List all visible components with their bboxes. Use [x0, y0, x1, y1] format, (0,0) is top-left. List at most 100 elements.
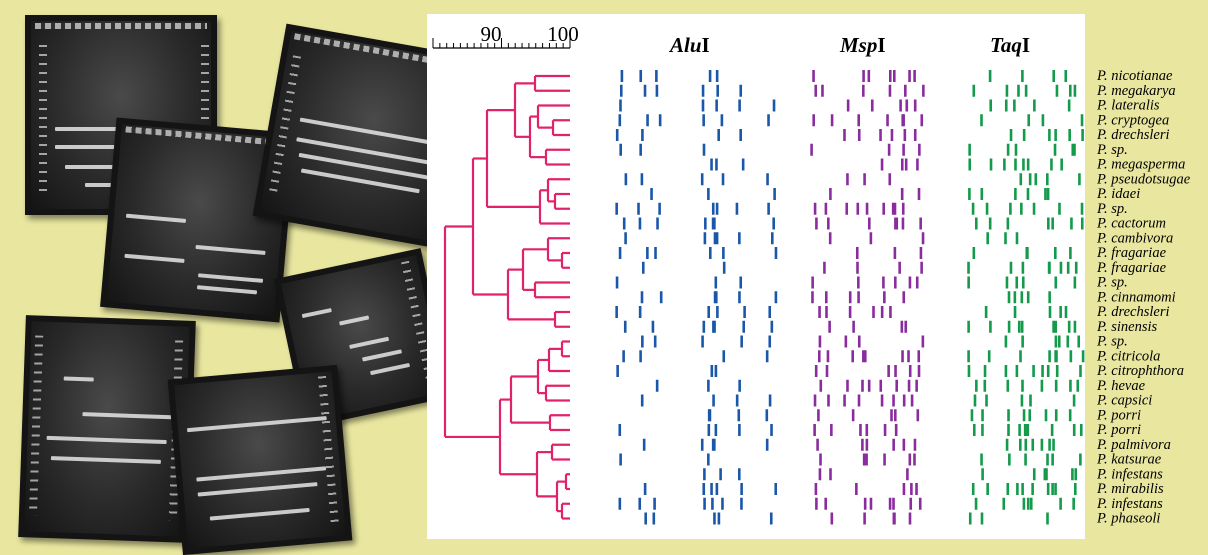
- gel-band: [916, 409, 920, 422]
- gel-band: [1015, 232, 1019, 245]
- gel-band: [739, 84, 743, 97]
- gel-band: [883, 291, 886, 304]
- gel-band: [717, 129, 720, 141]
- gel-band: [1051, 453, 1054, 466]
- gel-band: [711, 497, 714, 510]
- gel-band: [867, 379, 871, 392]
- gel-band: [813, 202, 817, 215]
- gel-band: [1032, 365, 1035, 377]
- gel-band: [715, 291, 718, 304]
- gel-band: [1059, 497, 1062, 510]
- gel-band: [639, 143, 642, 156]
- gel-band: [715, 158, 718, 171]
- gel-band: [1068, 84, 1072, 97]
- gel-band: [985, 202, 989, 215]
- gel-band: [1026, 497, 1030, 510]
- gel-band: [913, 438, 917, 451]
- gel-band: [765, 438, 769, 451]
- gel-band: [1004, 365, 1008, 377]
- gel-band: [651, 320, 655, 333]
- gel-band: [985, 394, 988, 407]
- gel-band: [1022, 129, 1026, 141]
- gel-band: [1019, 173, 1023, 186]
- gel-band: [893, 202, 897, 215]
- gel-band: [1081, 129, 1084, 141]
- gel-band: [826, 350, 830, 363]
- gel-band: [653, 335, 657, 348]
- gel-band: [641, 335, 644, 348]
- species-label: P. lateralis: [1096, 98, 1160, 114]
- gel-band: [1046, 512, 1049, 525]
- gel-band: [983, 365, 987, 377]
- gel-band: [899, 99, 902, 112]
- species-label: P. drechsleri: [1096, 127, 1170, 143]
- gel-band: [1021, 276, 1025, 289]
- gel-band: [715, 99, 718, 112]
- gel-band: [1048, 350, 1051, 363]
- gel-band: [1073, 276, 1077, 289]
- gel-band: [1060, 158, 1063, 171]
- gel-band: [1048, 291, 1051, 304]
- scale-label-100: 100: [547, 22, 579, 46]
- gel-band: [1022, 497, 1026, 510]
- gel-band: [638, 306, 642, 318]
- gel-band: [619, 453, 622, 466]
- gel-band: [707, 409, 711, 422]
- gel-band: [921, 335, 925, 348]
- gel-band: [654, 247, 657, 259]
- gel-band: [1017, 320, 1021, 333]
- gel-band: [1066, 335, 1070, 348]
- species-label: P. idaei: [1096, 186, 1140, 202]
- gel-band: [638, 497, 642, 510]
- gel-band: [703, 468, 706, 481]
- gel-band: [740, 497, 743, 510]
- gel-band: [722, 350, 726, 363]
- gel-band: [816, 438, 819, 451]
- gel-band: [1006, 483, 1010, 495]
- gel-band: [907, 350, 910, 363]
- gel-band: [856, 202, 860, 215]
- gel-band: [646, 247, 649, 259]
- gel-band: [980, 453, 983, 466]
- gel-band: [865, 424, 869, 436]
- gel-band: [814, 84, 818, 97]
- species-label: P. sp.: [1096, 142, 1128, 158]
- gel-band: [818, 306, 821, 318]
- gel-band: [913, 99, 917, 112]
- gel-band: [810, 143, 813, 156]
- species-label: P. citrophthora: [1096, 363, 1184, 379]
- gel-band: [655, 84, 659, 97]
- gel-band: [974, 497, 978, 510]
- gel-band: [827, 394, 830, 407]
- gel-band: [1021, 379, 1024, 392]
- band-pattern-alui: [615, 70, 778, 525]
- gel-band: [904, 158, 908, 171]
- gel-band: [1048, 129, 1051, 141]
- gel-band: [904, 320, 908, 333]
- gel-band: [766, 173, 769, 186]
- gel-band: [721, 497, 724, 510]
- gel-band: [770, 424, 773, 436]
- gel-band: [1044, 409, 1048, 422]
- gel-band: [658, 114, 662, 127]
- gel-band: [862, 84, 865, 97]
- gel-band: [768, 335, 772, 348]
- gel-band: [719, 468, 722, 481]
- gel-band: [886, 114, 889, 127]
- gel-band: [855, 247, 859, 259]
- gel-band: [1040, 379, 1044, 392]
- gel-band: [622, 350, 625, 363]
- gel-band: [615, 306, 618, 318]
- species-label: P. sp.: [1096, 201, 1128, 217]
- gel-band: [739, 129, 742, 141]
- gel-band: [865, 438, 869, 451]
- gel-band: [646, 114, 649, 127]
- gel-band: [743, 306, 746, 318]
- gel-band: [1046, 453, 1049, 466]
- species-label: P. phaseoli: [1096, 511, 1160, 527]
- gel-band: [1007, 320, 1011, 333]
- gel-band: [639, 350, 642, 363]
- gel-band: [908, 453, 912, 466]
- gel-band: [827, 217, 830, 230]
- gel-band: [1041, 114, 1045, 127]
